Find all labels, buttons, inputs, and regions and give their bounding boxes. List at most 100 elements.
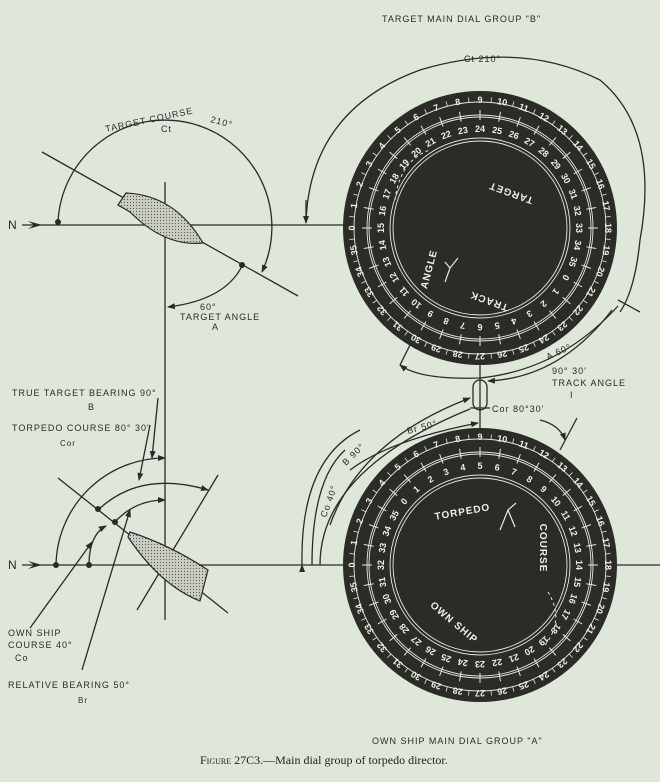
dial-tick [562, 297, 571, 305]
outer-scale-number: 1 [349, 539, 360, 546]
track-angle-arc [487, 309, 613, 384]
outer-scale-number: 27 [475, 351, 485, 361]
inner-scale-number: 34 [381, 525, 394, 538]
dial-tick [549, 137, 557, 146]
outer-scale-number: 17 [600, 200, 612, 212]
dial-tick [533, 462, 540, 472]
outer-scale-number: 11 [518, 101, 530, 114]
outer-scale-number: 17 [600, 537, 612, 549]
dial-minor-tick [361, 172, 366, 176]
cor-arrow [539, 419, 566, 441]
outer-scale-number: 30 [409, 332, 423, 346]
outer-scale-number: 6 [411, 112, 420, 123]
outer-scale-number: 35 [348, 244, 360, 256]
inner-scale-number: 8 [525, 474, 534, 485]
cor-label: Cor 80°30' [492, 404, 544, 414]
dial-tick [516, 116, 521, 127]
ct-label: Ct 210° [464, 54, 501, 64]
dial-minor-tick [532, 679, 536, 684]
inner-scale-number: 15 [572, 576, 584, 588]
outer-scale-number: 16 [594, 515, 607, 528]
own-ship-course-label: OWN SHIP [8, 628, 62, 638]
inner-scale-number: 28 [397, 622, 411, 636]
outer-scale-number: 13 [555, 460, 569, 474]
dial-tick [498, 448, 501, 459]
pointer-icon [499, 502, 517, 531]
inner-scale-number: 17 [559, 608, 573, 622]
dial-tick [581, 264, 592, 269]
dial-tick [459, 334, 462, 345]
outer-scale-number: 27 [475, 688, 485, 698]
b-arc [329, 397, 471, 526]
inner-scale-number: 2 [426, 474, 435, 485]
dial-tick [549, 647, 557, 656]
dial-minor-tick [404, 330, 409, 336]
torpedo-course-label: TORPEDO COURSE 80° 30' [12, 423, 150, 433]
outer-scale-number: 9 [477, 95, 482, 105]
dial-minor-tick [551, 120, 556, 126]
inner-scale-number: 8 [442, 315, 450, 326]
inner-scale-number: 24 [475, 124, 485, 134]
inner-scale-number: 32 [376, 560, 386, 570]
dial-minor-tick [551, 330, 556, 336]
pointer-icon [444, 257, 459, 283]
dial-ring [353, 101, 607, 355]
outer-scale-number: 4 [377, 141, 388, 151]
outer-scale-number: 25 [517, 679, 530, 692]
inner-scale-number: 1 [550, 287, 561, 297]
outer-scale-number: 12 [537, 447, 551, 461]
inner-scale-number: 13 [381, 255, 394, 268]
dial-minor-tick [353, 193, 359, 196]
caption-prefix: Figure 27C3. [200, 753, 263, 767]
outer-scale-number: 6 [411, 449, 420, 460]
top-group-title: TARGET MAIN DIAL GROUP "B" [382, 14, 541, 24]
arc-start-dot [239, 262, 245, 268]
dial-minor-tick [404, 120, 409, 126]
dial-minor-tick [594, 509, 599, 513]
tick-line [559, 417, 578, 451]
dial-minor-tick [568, 653, 573, 658]
dial-minor-tick [353, 530, 359, 533]
dial-tick [363, 583, 374, 586]
dial-minor-tick [372, 152, 378, 157]
dial-tick [533, 658, 540, 668]
dial-tick [439, 666, 444, 677]
dial-minor-tick [532, 342, 536, 347]
outer-scale-number: 5 [393, 125, 403, 136]
dial-minor-tick [532, 109, 536, 114]
outer-scale-number: 0 [347, 225, 357, 230]
dial-minor-tick [601, 193, 607, 196]
true-target-bearing-label: TRUE TARGET BEARING 90° [12, 388, 157, 398]
dial-tick [403, 474, 411, 483]
dial-minor-tick [361, 509, 366, 513]
outer-scale-number: 7 [432, 439, 440, 450]
inner-scale-number: 31 [377, 576, 389, 588]
outer-scale-number: 23 [555, 656, 569, 670]
outer-scale-number: 21 [584, 285, 598, 299]
outer-scale-number: 24 [537, 332, 551, 346]
inner-scale-number: 19 [397, 157, 411, 171]
outer-scale-number: 14 [571, 476, 585, 490]
outer-scale-number: 0 [347, 562, 357, 567]
outer-scale-number: 7 [432, 102, 440, 113]
co-arc [311, 449, 346, 566]
dial-tick [420, 658, 427, 668]
inner-scale-number: 6 [477, 322, 482, 332]
own-ship-icon [127, 531, 209, 602]
dial-tick [573, 281, 583, 288]
dial-tick [549, 474, 557, 483]
track-angle-label: TRACK ANGLE [552, 378, 626, 388]
inner-scale-number: 30 [559, 172, 573, 186]
inner-scale-number: 4 [459, 462, 466, 473]
dial-tick [389, 634, 398, 642]
outer-scale-number: 16 [594, 178, 607, 191]
inner-scale-number: 3 [442, 466, 450, 477]
dial-minor-tick [594, 280, 599, 284]
dial-tick [363, 207, 374, 210]
inner-scale-number: 11 [559, 509, 572, 522]
caption-text: —Main dial group of torpedo director. [262, 753, 448, 767]
